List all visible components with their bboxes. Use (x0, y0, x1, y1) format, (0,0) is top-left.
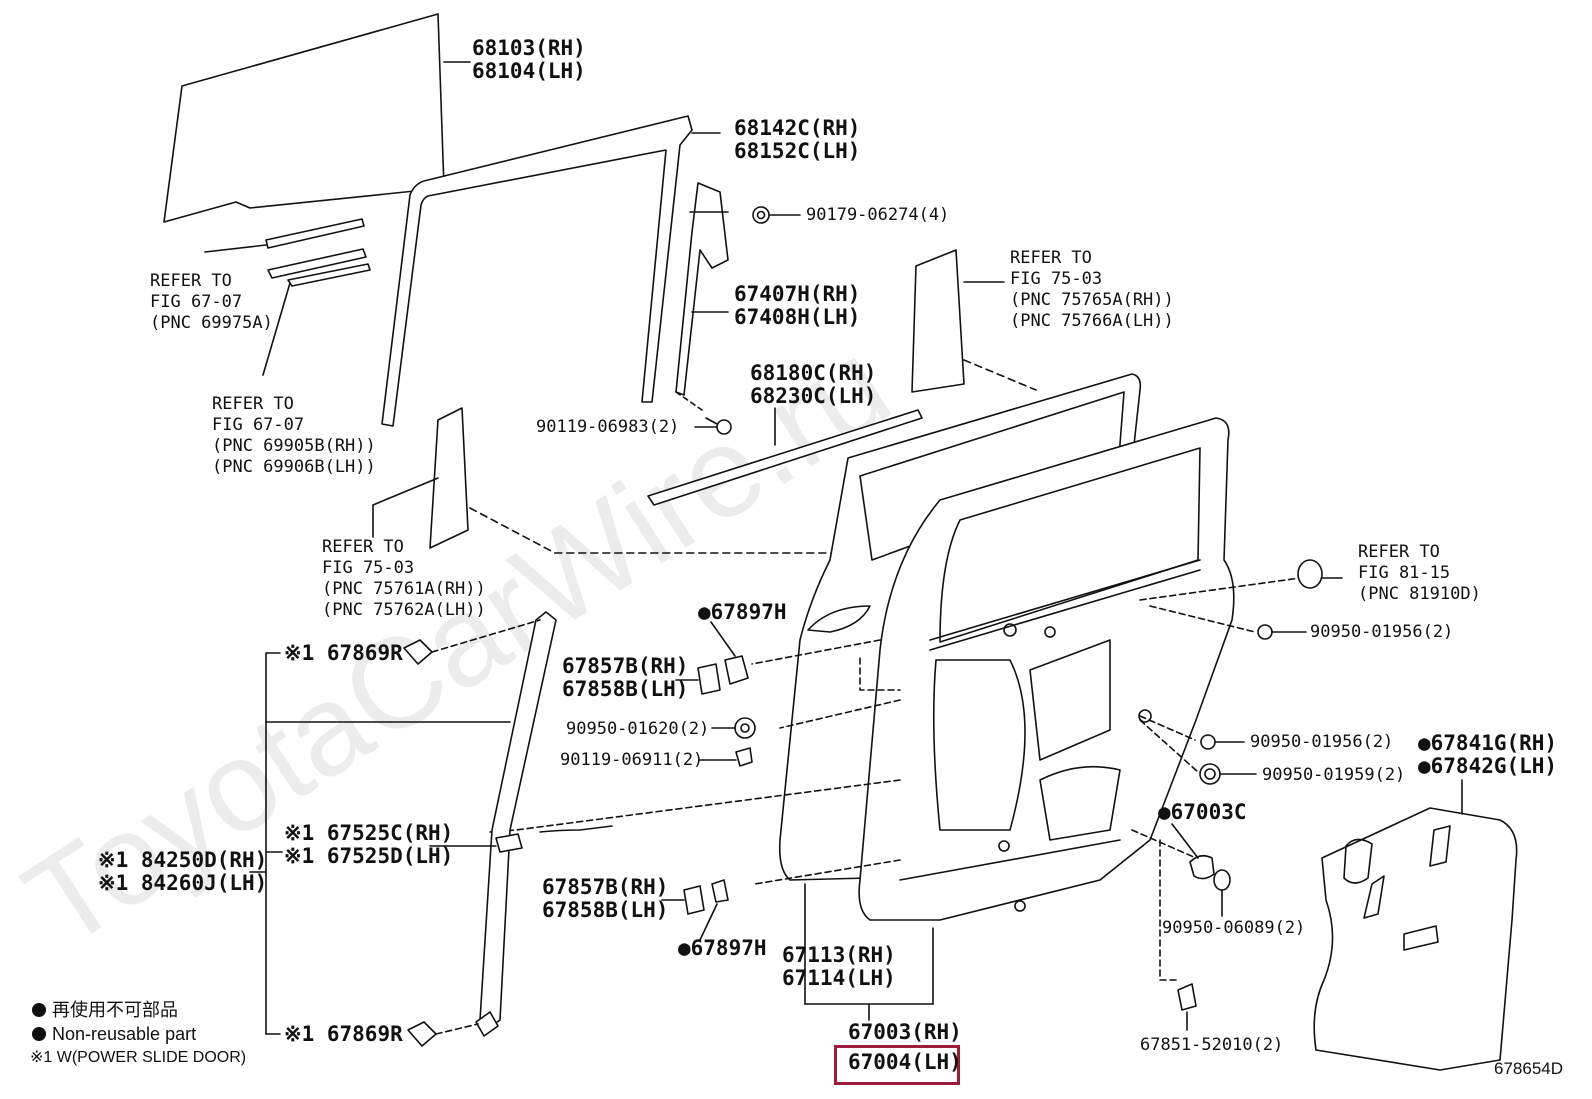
label-weather-lh: 68230C(LH) (750, 384, 877, 408)
label-clip-67897-top: ●67897H (698, 600, 787, 624)
ref1-line-b: FIG 67-07 (150, 292, 243, 312)
ref3-line-d: (PNC 75766A(LH)) (1010, 311, 1174, 331)
legend-note: ※1 W(POWER SLIDE DOOR) (30, 1049, 247, 1066)
ref4-line-b: FIG 75-03 (322, 558, 415, 578)
ref2-line-d: (PNC 69906B(LH)) (212, 457, 376, 477)
label-run-rh: 68142C(RH) (734, 116, 861, 140)
label-nut-90179: 90179-06274(4) (806, 205, 950, 225)
ref2-line-b: FIG 67-07 (212, 415, 305, 435)
division-channel (675, 182, 729, 396)
label-plug-67003c: ●67003C (1158, 800, 1247, 824)
label-panel-rh: 67003(RH) (848, 1020, 962, 1044)
label-stopper-lh: 67114(LH) (782, 966, 896, 990)
label-cover-bot-rh: 67857B(RH) (542, 875, 669, 899)
label-run-lh: 68152C(LH) (734, 139, 861, 163)
label-glass-rh: 68103(RH) (472, 36, 586, 60)
ref4-line-d: (PNC 75762A(LH)) (322, 600, 486, 620)
belt-strip-a (265, 218, 365, 249)
ref2-line-c: (PNC 69905B(RH)) (212, 436, 376, 456)
switch-harness (479, 611, 557, 1031)
legend-japanese: 再使用不可部品 (32, 1001, 178, 1019)
hole-cover-bottom (683, 885, 705, 915)
pillar-garnish-left (429, 407, 469, 549)
label-stopper-rh: 67113(RH) (782, 943, 896, 967)
clip-top (724, 655, 749, 685)
ref4-line-c: (PNC 75761A(RH)) (322, 579, 486, 599)
label-cover-bot-lh: 67858B(LH) (542, 898, 669, 922)
illustration-code: 678654D (1494, 1059, 1564, 1078)
label-weather-rh: 68180C(RH) (750, 361, 877, 385)
label-plug-90950-06089: 90950-06089(2) (1162, 918, 1306, 938)
service-hole-seal (1313, 807, 1518, 1071)
ref1-line-a: REFER TO (150, 271, 232, 291)
label-bolt-90119b: 90119-06911(2) (560, 750, 704, 770)
belt-strip-b (267, 248, 367, 279)
door-glass (163, 13, 445, 223)
clip-bottom (711, 879, 729, 903)
hole-cover-top (697, 663, 721, 695)
bullet-icon (32, 1027, 46, 1041)
label-clip-67869-top: ※1 67869R (284, 641, 403, 665)
ref2-line-a: REFER TO (212, 394, 294, 414)
label-plug-90950-a: 90950-01956(2) (1310, 622, 1454, 642)
label-clip-67851: 67851-52010(2) (1140, 1035, 1284, 1055)
label-plug-90950-01620: 90950-01620(2) (566, 719, 710, 739)
label-channel-rh: 67407H(RH) (734, 282, 861, 306)
highlight-box (834, 1045, 960, 1085)
bullet-icon (32, 1003, 46, 1017)
ref3-line-a: REFER TO (1010, 248, 1092, 268)
belt-weatherstrip (647, 409, 923, 506)
label-harness-lh: ※1 67525D(LH) (284, 844, 454, 868)
ref3-line-b: FIG 75-03 (1010, 269, 1103, 289)
label-harness-rh: ※1 67525C(RH) (284, 821, 454, 845)
ref4-line-a: REFER TO (322, 537, 404, 557)
label-cover-top-rh: 67857B(RH) (562, 654, 689, 678)
pillar-garnish-right (911, 249, 965, 393)
label-plug-90950-b: 90950-01956(2) (1250, 732, 1394, 752)
label-glass-lh: 68104(LH) (472, 59, 586, 83)
label-switch-rh: ※1 84250D(RH) (98, 848, 268, 872)
ref3-line-c: (PNC 75765A(RH)) (1010, 290, 1174, 310)
label-channel-lh: 67408H(LH) (734, 305, 861, 329)
ref5-line-a: REFER TO (1358, 542, 1440, 562)
label-switch-lh: ※1 84260J(LH) (98, 871, 268, 895)
label-panel-lh[interactable]: 67004(LH) (848, 1050, 962, 1074)
label-plug-90950-01959: 90950-01959(2) (1262, 765, 1406, 785)
legend-non-reusable: Non-reusable part (32, 1025, 196, 1043)
label-seal-lh: ●67842G(LH) (1418, 754, 1558, 778)
label-bolt-90119a: 90119-06983(2) (536, 417, 680, 437)
ref5-line-c: (PNC 81910D) (1358, 584, 1481, 604)
ref1-line-c: (PNC 69975A) (150, 313, 273, 333)
label-cover-top-lh: 67858B(LH) (562, 677, 689, 701)
label-clip-67869-bot: ※1 67869R (284, 1022, 403, 1046)
label-seal-rh: ●67841G(RH) (1418, 731, 1558, 755)
glass-run (381, 115, 693, 427)
ref5-line-b: FIG 81-15 (1358, 563, 1451, 583)
label-clip-67897-bot: ●67897H (678, 936, 767, 960)
